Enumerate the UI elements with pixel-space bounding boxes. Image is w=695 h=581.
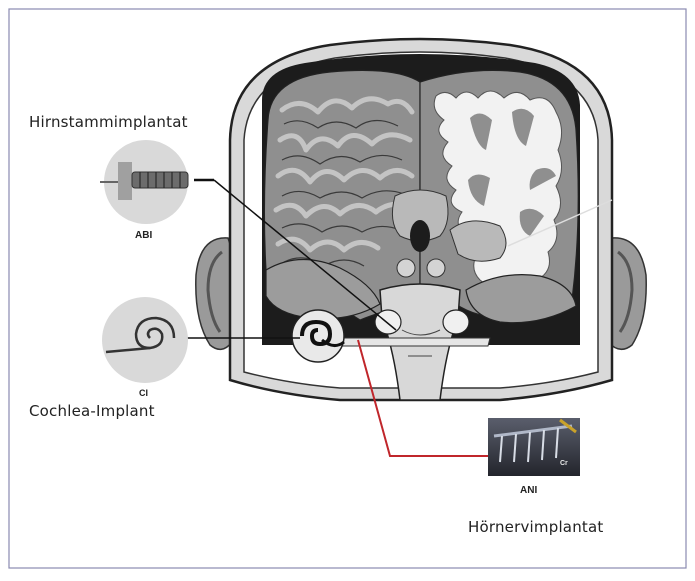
photo-mark: Cr xyxy=(560,460,568,467)
cochlea-in-head xyxy=(292,310,344,362)
abi-short-label: ABI xyxy=(135,230,152,241)
ani-title: Hörnervimplantat xyxy=(468,518,603,536)
ani-short-label: ANI xyxy=(520,485,537,496)
ventricle xyxy=(410,220,430,252)
ani-photo xyxy=(488,418,580,476)
abi-title: Hirnstammimplantat xyxy=(29,113,188,131)
ci-title: Cochlea-Implant xyxy=(29,402,155,420)
ci-short-label: CI xyxy=(139,388,148,398)
ci-inset xyxy=(102,297,188,383)
